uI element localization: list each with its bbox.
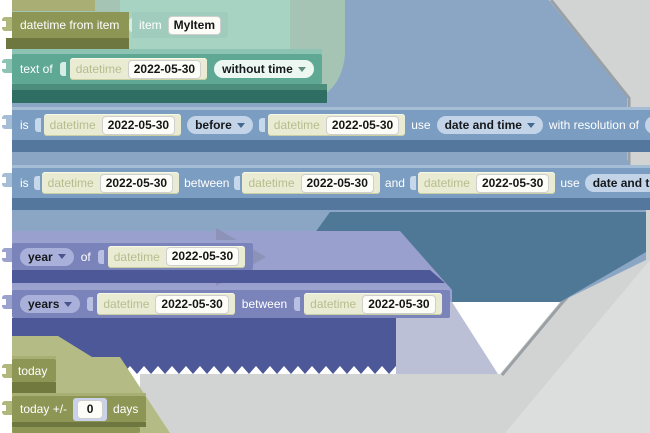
- input-plug-icon: [258, 118, 265, 132]
- date-field[interactable]: 2022-05-30: [362, 294, 436, 314]
- input-plug-icon: [33, 176, 40, 190]
- block-datetime-input[interactable]: datetime 2022-05-30: [97, 293, 235, 315]
- output-connector-icon: [2, 295, 12, 309]
- block-datetime-from-item-header[interactable]: datetime from item: [2, 12, 129, 49]
- input-plug-icon: [234, 176, 241, 190]
- block-datetime-input[interactable]: datetime 2022-05-30: [41, 172, 180, 194]
- block-datetime-input[interactable]: datetime 2022-05-30: [69, 58, 208, 80]
- unit-dropdown[interactable]: year: [20, 247, 74, 266]
- block-label: today +/-: [20, 402, 68, 416]
- output-connector-icon: [2, 248, 12, 262]
- date-field[interactable]: 2022-05-30: [300, 173, 374, 193]
- datetime-label: datetime: [113, 249, 160, 264]
- block-year-of[interactable]: year of datetime 2022-05-30: [2, 240, 254, 282]
- block-years-between[interactable]: years datetime 2022-05-30 between dateti…: [2, 287, 450, 318]
- block-datetime-input[interactable]: datetime 2022-05-30: [304, 293, 442, 315]
- input-plug-icon: [294, 297, 301, 311]
- compare-op-dropdown[interactable]: before: [187, 116, 253, 134]
- output-connector-icon: [2, 173, 12, 187]
- use-label: use: [560, 176, 580, 190]
- dropdown-value: date and time: [444, 118, 522, 132]
- output-connector-icon: [2, 401, 12, 415]
- block-datetime-from-item[interactable]: datetime from item item MyItem: [2, 12, 229, 49]
- is-label: is: [20, 176, 29, 190]
- block-today-offset[interactable]: today +/- 0 days: [2, 393, 147, 427]
- input-plug-icon: [87, 297, 94, 311]
- between-label: between: [241, 297, 288, 311]
- datetime-label: datetime: [75, 62, 122, 76]
- chevron-down-icon: [297, 66, 306, 72]
- datetime-label: datetime: [248, 176, 295, 190]
- between-label: between: [184, 176, 230, 190]
- dropdown-value: before: [195, 118, 232, 132]
- dropdown-value: years: [28, 297, 60, 311]
- resolution-label: with resolution of: [548, 118, 639, 132]
- block-label: today: [18, 363, 48, 378]
- input-plug-icon: [34, 118, 41, 132]
- partial-block-bottom[interactable]: [12, 427, 140, 433]
- input-plug-icon: [97, 249, 104, 264]
- block-datetime-input[interactable]: datetime 2022-05-30: [417, 172, 556, 194]
- block-datetime-input[interactable]: datetime 2022-05-30: [107, 245, 246, 268]
- time-mode-dropdown[interactable]: without time: [214, 60, 314, 78]
- chevron-down-icon: [526, 122, 535, 128]
- datetime-label: datetime: [423, 176, 470, 190]
- unit-dropdown[interactable]: years: [20, 295, 81, 313]
- block-datetime-input[interactable]: datetime 2022-05-30: [242, 172, 380, 194]
- item-label: item: [139, 18, 162, 32]
- input-plug-icon: [59, 62, 66, 76]
- output-connector-icon: [2, 17, 12, 31]
- date-field[interactable]: 2022-05-30: [155, 294, 229, 314]
- chevron-down-icon: [64, 301, 73, 307]
- block-datetime-input[interactable]: datetime 2022-05-30: [267, 114, 406, 136]
- number-input-block[interactable]: 0: [73, 397, 108, 421]
- datetime-label: datetime: [310, 297, 357, 311]
- block-datetime-input[interactable]: datetime 2022-05-30: [43, 114, 182, 136]
- resolution-dropdown[interactable]: years: [644, 116, 650, 134]
- is-label: is: [20, 118, 29, 132]
- block-label: datetime from item: [20, 18, 120, 32]
- block-label: text of: [20, 62, 53, 76]
- block-is-between[interactable]: is datetime 2022-05-30 between datetime …: [2, 165, 650, 210]
- date-field[interactable]: 2022-05-30: [101, 115, 176, 135]
- date-field[interactable]: 2022-05-30: [99, 173, 174, 193]
- output-connector-icon: [2, 115, 12, 129]
- dropdown-value: without time: [222, 62, 293, 76]
- days-label: days: [113, 402, 139, 416]
- block-is-before[interactable]: is datetime 2022-05-30 before datetime 2…: [2, 107, 650, 152]
- block-today[interactable]: today: [2, 356, 56, 382]
- dropdown-value: date and time: [592, 176, 650, 190]
- item-name-field[interactable]: MyItem: [167, 15, 222, 35]
- datetime-label: datetime: [273, 118, 320, 132]
- of-label: of: [80, 249, 91, 264]
- and-label: and: [384, 176, 405, 190]
- datetime-label: datetime: [103, 297, 150, 311]
- block-item[interactable]: item MyItem: [132, 12, 229, 38]
- use-label: use: [411, 118, 431, 132]
- block-text-of[interactable]: text of datetime 2022-05-30 without time: [2, 49, 327, 103]
- output-connector-icon: [2, 59, 12, 73]
- chevron-down-icon: [57, 254, 66, 259]
- date-field[interactable]: 2022-05-30: [475, 173, 550, 193]
- datetime-label: datetime: [47, 176, 94, 190]
- input-plug-icon: [409, 176, 416, 190]
- output-connector-icon: [2, 364, 12, 378]
- date-field[interactable]: 2022-05-30: [165, 247, 240, 266]
- dropdown-value: year: [28, 249, 53, 264]
- date-field[interactable]: 2022-05-30: [325, 115, 400, 135]
- datetime-label: datetime: [49, 118, 96, 132]
- number-field[interactable]: 0: [77, 399, 104, 419]
- chevron-down-icon: [236, 122, 245, 128]
- use-mode-dropdown[interactable]: date and time: [436, 116, 543, 134]
- use-mode-dropdown[interactable]: date and time: [584, 174, 650, 192]
- date-field[interactable]: 2022-05-30: [127, 59, 202, 79]
